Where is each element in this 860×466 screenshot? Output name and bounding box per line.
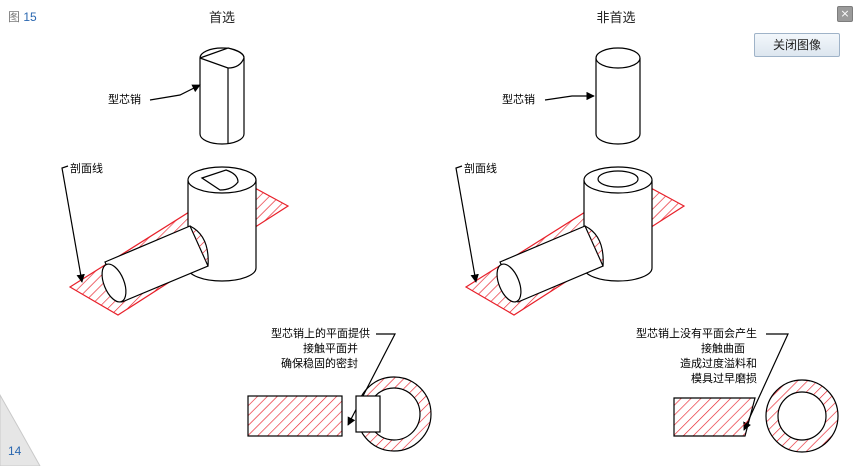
right-note-line-1: 型芯销上没有平面会产生 — [636, 326, 757, 340]
right-section-label: 剖面线 — [464, 161, 497, 175]
right-note-line-2: 接触曲面 — [701, 341, 745, 355]
right-pin-arrow — [544, 91, 595, 101]
left-detail-rect — [247, 395, 343, 437]
left-body-cylinder — [187, 166, 257, 282]
right-note-leader — [743, 333, 789, 431]
right-detail-rect — [673, 397, 756, 437]
right-title: 非首选 — [596, 11, 635, 26]
left-side-tube — [101, 225, 209, 303]
close-icon[interactable]: × — [837, 6, 853, 22]
left-core-pin — [199, 47, 245, 145]
left-section-label: 剖面线 — [70, 161, 103, 175]
right-section-arrow — [455, 165, 479, 283]
left-section-arrow — [61, 165, 85, 283]
right-note-line-4: 模具过早磨损 — [691, 371, 757, 385]
right-note-line-3: 造成过度溢料和 — [680, 356, 757, 370]
close-image-button[interactable]: 关闭图像 — [754, 33, 840, 57]
figure-label: 图 15 — [8, 8, 37, 25]
right-pin-label: 型芯销 — [502, 92, 535, 106]
left-note-line-3: 确保稳固的密封 — [281, 356, 358, 370]
figure-number: 15 — [23, 10, 37, 24]
figure-prefix: 图 — [8, 10, 21, 24]
left-note-line-2: 接触平面并 — [303, 341, 358, 355]
right-detail-ring — [765, 379, 839, 453]
left-detail-ring — [355, 376, 432, 452]
left-note-line-1: 型芯销上的平面提供 — [271, 326, 370, 340]
right-core-pin — [595, 47, 641, 145]
left-pin-label: 型芯销 — [108, 92, 141, 106]
page-number: 14 — [8, 444, 22, 458]
right-side-tube — [496, 225, 604, 303]
left-title: 首选 — [209, 11, 235, 26]
left-pin-arrow — [149, 84, 201, 101]
